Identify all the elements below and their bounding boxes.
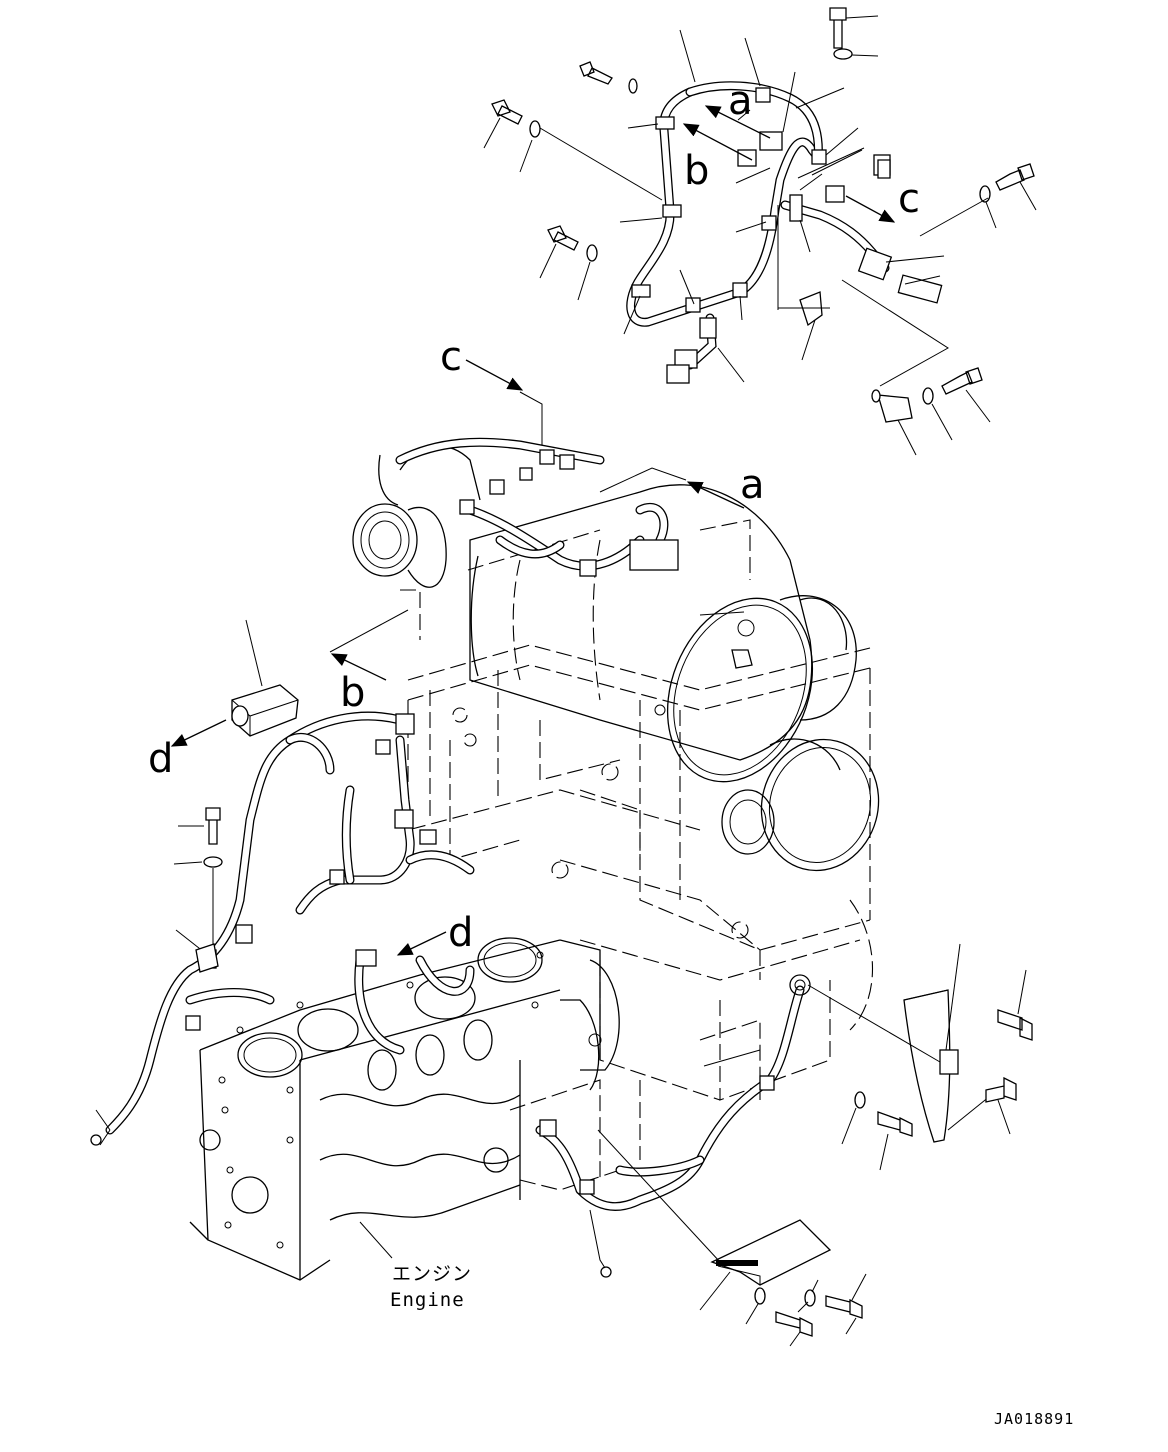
view-label-c-main: c: [440, 334, 462, 380]
view-label-d-left: d: [148, 736, 173, 782]
connector-cover: [231, 619, 299, 737]
view-label-c-upper: c: [898, 176, 920, 222]
view-label-b-upper: b: [684, 148, 709, 194]
view-label-d-main: d: [448, 910, 473, 956]
view-label-a-main: a: [740, 462, 765, 508]
lower-harness: [90, 711, 475, 1146]
dpf-canister: [467, 484, 857, 783]
heat-shield: [807, 943, 1001, 1143]
engine-label-english: Engine: [390, 1289, 465, 1311]
exhaust-outlet: [721, 738, 880, 872]
washer-icon: [203, 856, 223, 868]
arrow-icon: [682, 105, 896, 223]
lower-plate: [597, 1129, 832, 1286]
connector-icon: [539, 1075, 775, 1195]
engine-top-harness: [395, 437, 679, 577]
washer-icon: [529, 48, 991, 405]
connector-icon: [459, 449, 679, 577]
engine-label-japanese: エンジン: [392, 1263, 472, 1285]
assembly-reference-lines: [539, 87, 989, 387]
upper-harness-assembly: a b c: [483, 7, 1037, 456]
turbo-unit: [352, 445, 481, 588]
cylinder-block: [189, 937, 620, 1281]
view-label-b-main: b: [340, 670, 365, 716]
washer-icon: [754, 1091, 866, 1307]
bolt-icon: [775, 1009, 1033, 1337]
drawing-reference-number: JA018891: [994, 1410, 1074, 1428]
clamp-icon: [631, 87, 827, 313]
view-label-a-upper: a: [728, 78, 753, 124]
view-arrows-main: c a b d d: [148, 334, 765, 956]
right-lower-harness: [483, 974, 811, 1278]
leader-lines-upper: [483, 15, 1037, 456]
leader-lines-lower: [699, 969, 1027, 1347]
bolt-icon: [205, 807, 221, 845]
bolt-icon: [491, 7, 1035, 395]
